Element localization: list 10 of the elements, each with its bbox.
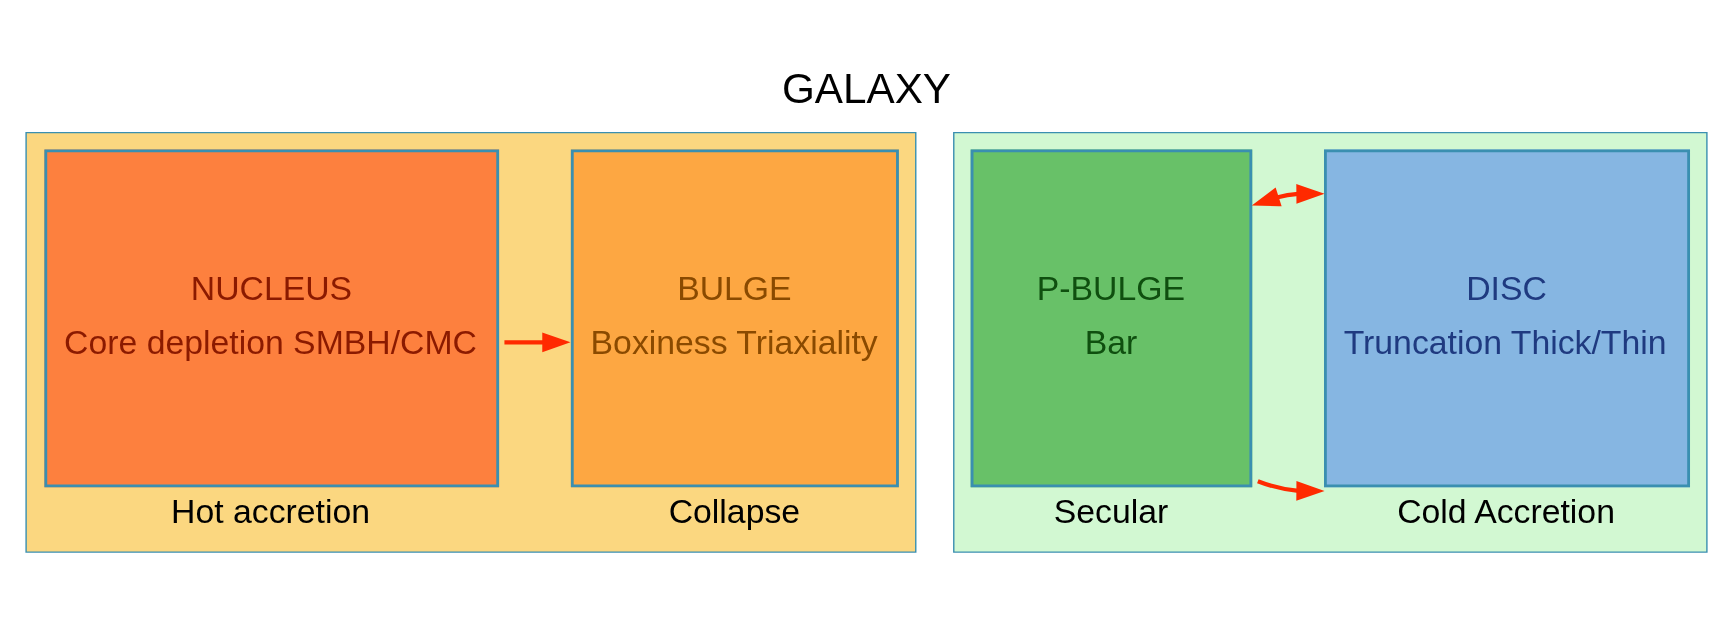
node-label: Collapse [668,491,801,530]
cluster [25,131,917,553]
arrow [504,332,571,353]
arrow [1257,479,1325,501]
node-label: Secular [1053,491,1169,530]
node-label: Cold Accretion [1397,491,1615,530]
diagram-title: GALAXY [782,65,951,113]
node-label: Hot accretion [171,491,371,530]
arrow [1251,184,1325,207]
cluster [953,131,1708,553]
